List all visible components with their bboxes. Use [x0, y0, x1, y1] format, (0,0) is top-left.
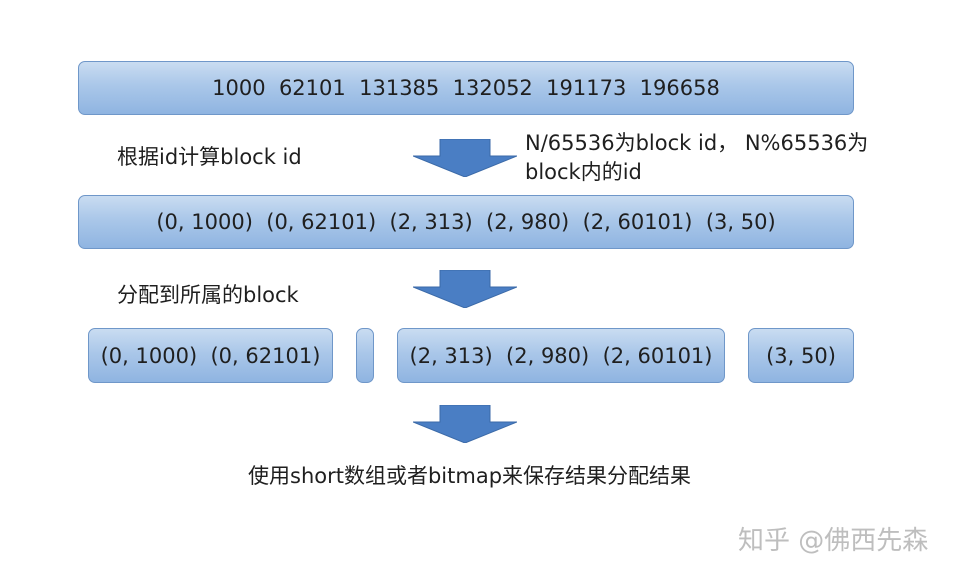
block-pairs-box: (0, 1000) (0, 62101) (2, 313) (2, 980) (… [78, 195, 854, 249]
step1-note-line1: N/65536为block id， N%65536为 [525, 131, 869, 155]
block-3-text: (3, 50) [766, 343, 836, 368]
down-arrow-2-icon [413, 270, 517, 308]
result-storage-label: 使用short数组或者bitmap来保存结果分配结果 [248, 464, 692, 488]
block-2-text: (2, 313) (2, 980) (2, 60101) [409, 343, 713, 368]
block-1-box [356, 328, 374, 383]
block-pairs-text: (0, 1000) (0, 62101) (2, 313) (2, 980) (… [156, 210, 776, 234]
watermark: 知乎 @佛西先森 [738, 526, 929, 556]
block-3-box: (3, 50) [748, 328, 854, 383]
step2-label: 分配到所属的block [117, 283, 299, 307]
down-arrow-3-icon [413, 405, 517, 443]
block-0-text: (0, 1000) (0, 62101) [100, 343, 321, 368]
down-arrow-1-icon [413, 139, 517, 177]
step1-note-line2: block内的id [525, 160, 642, 184]
raw-ids-box: 1000 62101 131385 132052 191173 196658 [78, 61, 854, 115]
block-2-box: (2, 313) (2, 980) (2, 60101) [397, 328, 725, 383]
raw-ids-text: 1000 62101 131385 132052 191173 196658 [212, 76, 720, 100]
block-0-box: (0, 1000) (0, 62101) [88, 328, 333, 383]
step1-label: 根据id计算block id [117, 145, 302, 169]
